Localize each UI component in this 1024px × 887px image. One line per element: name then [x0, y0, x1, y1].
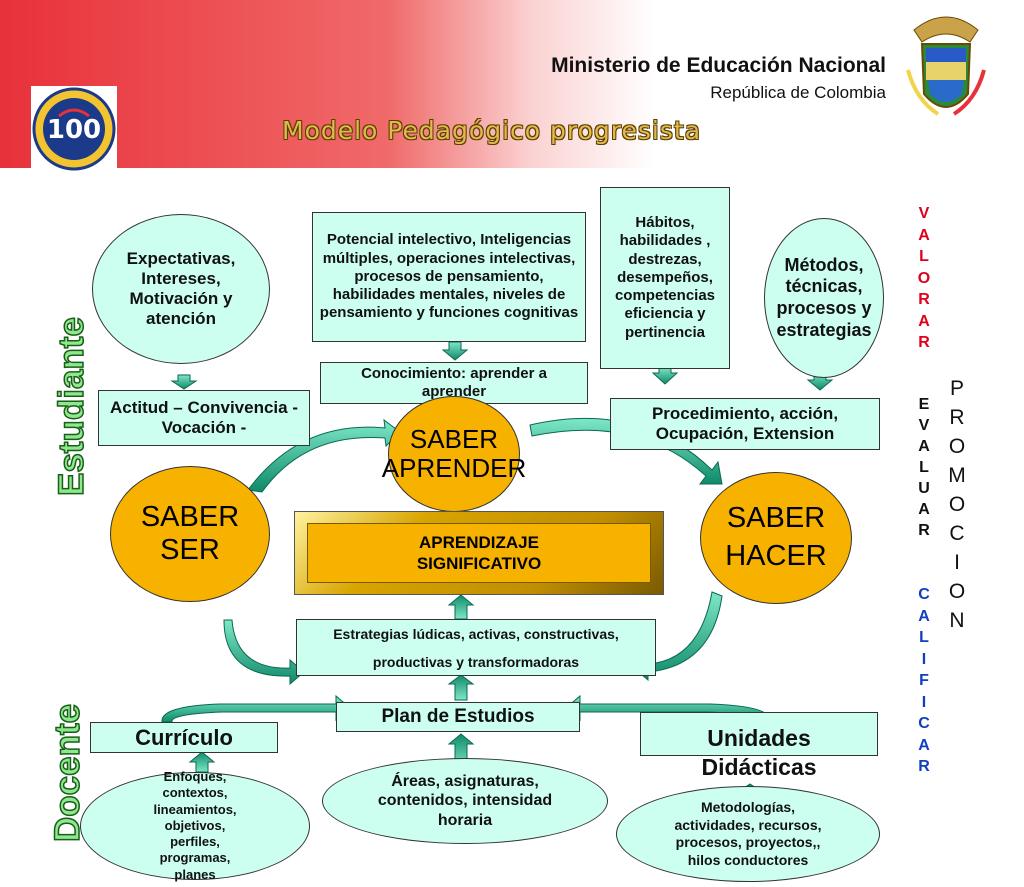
expectativas-text: Expectativas, Intereses, Motivación y at… [126, 248, 236, 329]
calificar-letter: R [918, 758, 930, 775]
header-banner [0, 0, 1024, 168]
saber-aprender-circle: SABER APRENDER [382, 396, 526, 512]
aprendizaje-frame: APRENDIZAJE SIGNIFICATIVO [294, 511, 664, 595]
evaluar-letter: E [918, 396, 930, 413]
estudiante-label: Estudiante [51, 316, 92, 496]
saber-hacer-circle: SABER HACER [700, 472, 852, 604]
potencial-box: Potencial intelectivo, Inteligencias múl… [312, 212, 586, 342]
expectativas-ellipse: Expectativas, Intereses, Motivación y at… [92, 214, 270, 364]
valorar-letter: R [918, 334, 930, 351]
conocimiento-box: Conocimiento: aprender a aprender [320, 362, 588, 404]
valorar-letter: V [918, 205, 930, 222]
curriculo-box: Currículo [90, 722, 278, 753]
valorar-letter: L [919, 248, 929, 265]
curriculo-text: Currículo [135, 724, 233, 750]
saber-aprender-text: SABER APRENDER [381, 423, 527, 483]
valorar-letter: A [918, 226, 930, 244]
promocion-letter: O [948, 580, 966, 603]
plan-estudios-box: Plan de Estudios [336, 702, 580, 732]
promocion-letter: N [949, 609, 965, 632]
promocion-letter: O [948, 435, 966, 458]
evaluar-letter: U [918, 480, 930, 497]
svg-text:100: 100 [47, 115, 101, 145]
evaluar-letter: V [918, 417, 930, 434]
valorar-letter: R [918, 291, 930, 308]
evaluar-letter: A [918, 438, 930, 455]
promocion-letter: I [954, 551, 960, 574]
calificar-letter: A [918, 736, 930, 754]
unidades-text: Unidades Didácticas [701, 725, 817, 780]
habitos-box: Hábitos, habilidades , destrezas, desemp… [600, 187, 730, 369]
calificar-letter: I [921, 650, 927, 668]
estrategias-line-2: productivas y transformadoras [372, 653, 580, 670]
metodos-ellipse: Métodos, técnicas, procesos y estrategia… [764, 218, 884, 378]
ministry-name: Ministerio de Educación Nacional [551, 54, 886, 77]
areas-text: Áreas, asignaturas, contenidos, intensid… [377, 772, 553, 829]
school-logo-icon: 100 [31, 86, 117, 172]
actitud-text: Actitud – Convivencia - Vocación - [110, 397, 298, 437]
metodologias-text: Metodologías, actividades, recursos, pro… [674, 799, 822, 868]
calificar-letter: F [919, 672, 929, 689]
enfoques-text: Enfoques, contextos, lineamientos, objet… [153, 769, 237, 882]
aprendizaje-text: APRENDIZAJE SIGNIFICATIVO [416, 532, 542, 573]
enfoques-ellipse: Enfoques, contextos, lineamientos, objet… [80, 769, 310, 882]
promocion-letter: R [949, 406, 965, 429]
unidades-box: Unidades Didácticas [640, 712, 878, 780]
habitos-text: Hábitos, habilidades , destrezas, desemp… [614, 213, 716, 341]
aprendizaje-label: APRENDIZAJE SIGNIFICATIVO [307, 523, 651, 583]
promocion-letter: C [949, 522, 965, 545]
metodos-text: Métodos, técnicas, procesos y estrategia… [776, 254, 872, 340]
valorar-letter: O [917, 269, 931, 287]
procedimiento-text: Procedimiento, acción, Ocupación, Extens… [651, 403, 839, 443]
plan-estudios-text: Plan de Estudios [381, 706, 535, 727]
promocion-letter: M [948, 464, 966, 487]
potencial-text: Potencial intelectivo, Inteligencias múl… [319, 231, 579, 322]
valorar-letter: A [918, 312, 930, 330]
calificar-letter: I [921, 693, 927, 711]
saber-hacer-text: SABER HACER [725, 502, 827, 572]
conocimiento-text: Conocimiento: aprender a aprender [361, 365, 547, 400]
actitud-box: Actitud – Convivencia - Vocación - [98, 390, 310, 446]
page-title: Modelo Pedagógico progresista [282, 116, 702, 145]
procedimiento-box: Procedimiento, acción, Ocupación, Extens… [610, 398, 880, 450]
promocion-letter: O [948, 493, 966, 516]
calificar-letter: A [918, 607, 930, 625]
promocion-letter: P [949, 377, 964, 400]
estrategias-box: Estrategias lúdicas, activas, constructi… [296, 619, 656, 676]
calificar-letter: L [919, 629, 929, 646]
evaluar-letter: L [919, 459, 929, 476]
calificar-letter: C [918, 586, 930, 603]
evaluar-letter: A [918, 501, 930, 518]
crest-motto: Libertad y Orden [921, 137, 979, 167]
colombia-crest-icon [906, 16, 986, 116]
evaluar-letter: R [918, 522, 930, 539]
saber-ser-text: SABER SER [140, 500, 240, 566]
calificar-letter: C [918, 715, 930, 732]
areas-ellipse: Áreas, asignaturas, contenidos, intensid… [322, 758, 608, 844]
estrategias-line-1: Estrategias lúdicas, activas, constructi… [333, 625, 619, 642]
republic-name: República de Colombia [710, 83, 886, 102]
saber-ser-circle: SABER SER [110, 466, 270, 602]
metodologias-ellipse: Metodologías, actividades, recursos, pro… [616, 786, 880, 882]
